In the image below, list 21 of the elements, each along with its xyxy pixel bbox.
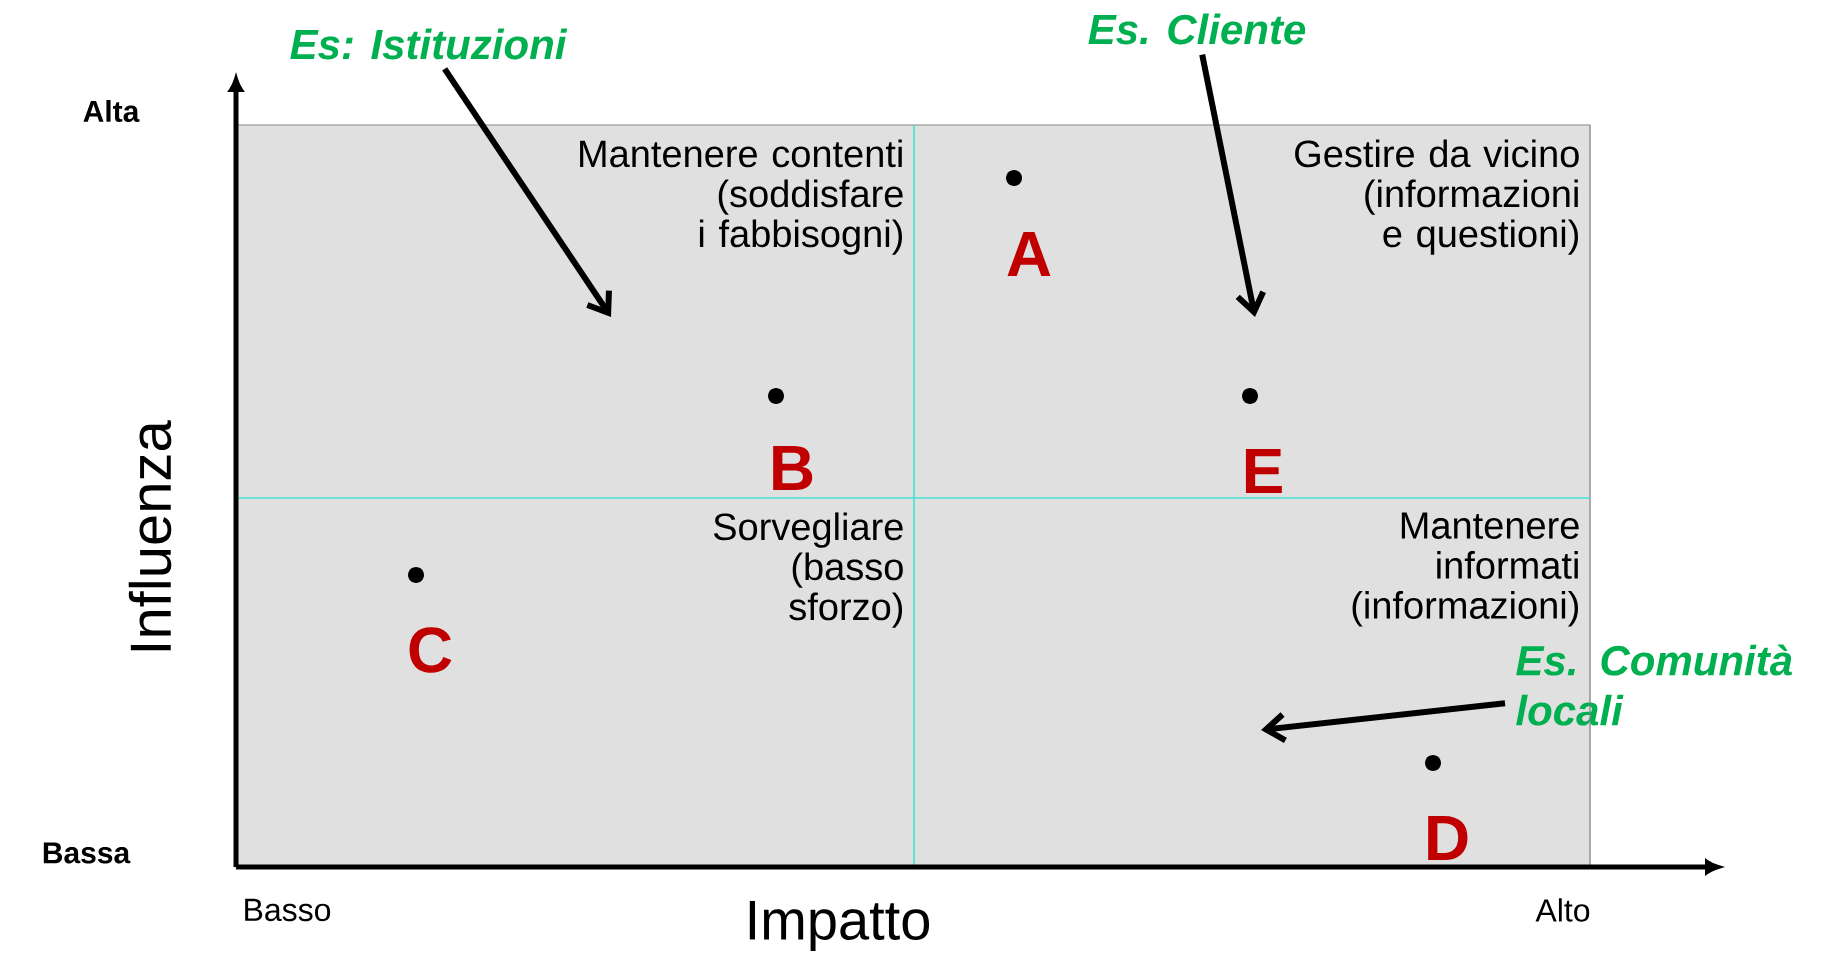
axis-label: Alto [1535, 898, 1590, 922]
example-note: Es. Cliente [1088, 13, 1306, 45]
axis-title: Impatto [749, 900, 930, 952]
node-label: Gestire da vicino (informazioni e questioni) [1295, 139, 1579, 255]
point-letter: A [1007, 232, 1051, 276]
axis-label: Alta [83, 100, 140, 122]
arrow [1199, 54, 1266, 317]
example-note: Es. Comunità locali [1516, 644, 1792, 726]
arrow [442, 67, 612, 317]
arrow [1261, 700, 1506, 743]
node-label: Mantenere informati (informazioni) [1352, 512, 1579, 627]
point-letter: C [409, 627, 452, 673]
node-label: Sorvegliare (basso sforzo) [713, 512, 903, 628]
axis-label: Basso [245, 898, 331, 922]
point-letter: E [1245, 449, 1282, 493]
axis-title: Influenza [128, 420, 172, 651]
point-letter: D [1428, 816, 1468, 860]
node-label: Mantenere contenti (soddisfare i fabbisogni) [580, 139, 903, 255]
example-note: Es: Istituzioni [290, 28, 568, 60]
point-letter: B [773, 446, 813, 490]
axis-label: Bassa [43, 842, 131, 864]
